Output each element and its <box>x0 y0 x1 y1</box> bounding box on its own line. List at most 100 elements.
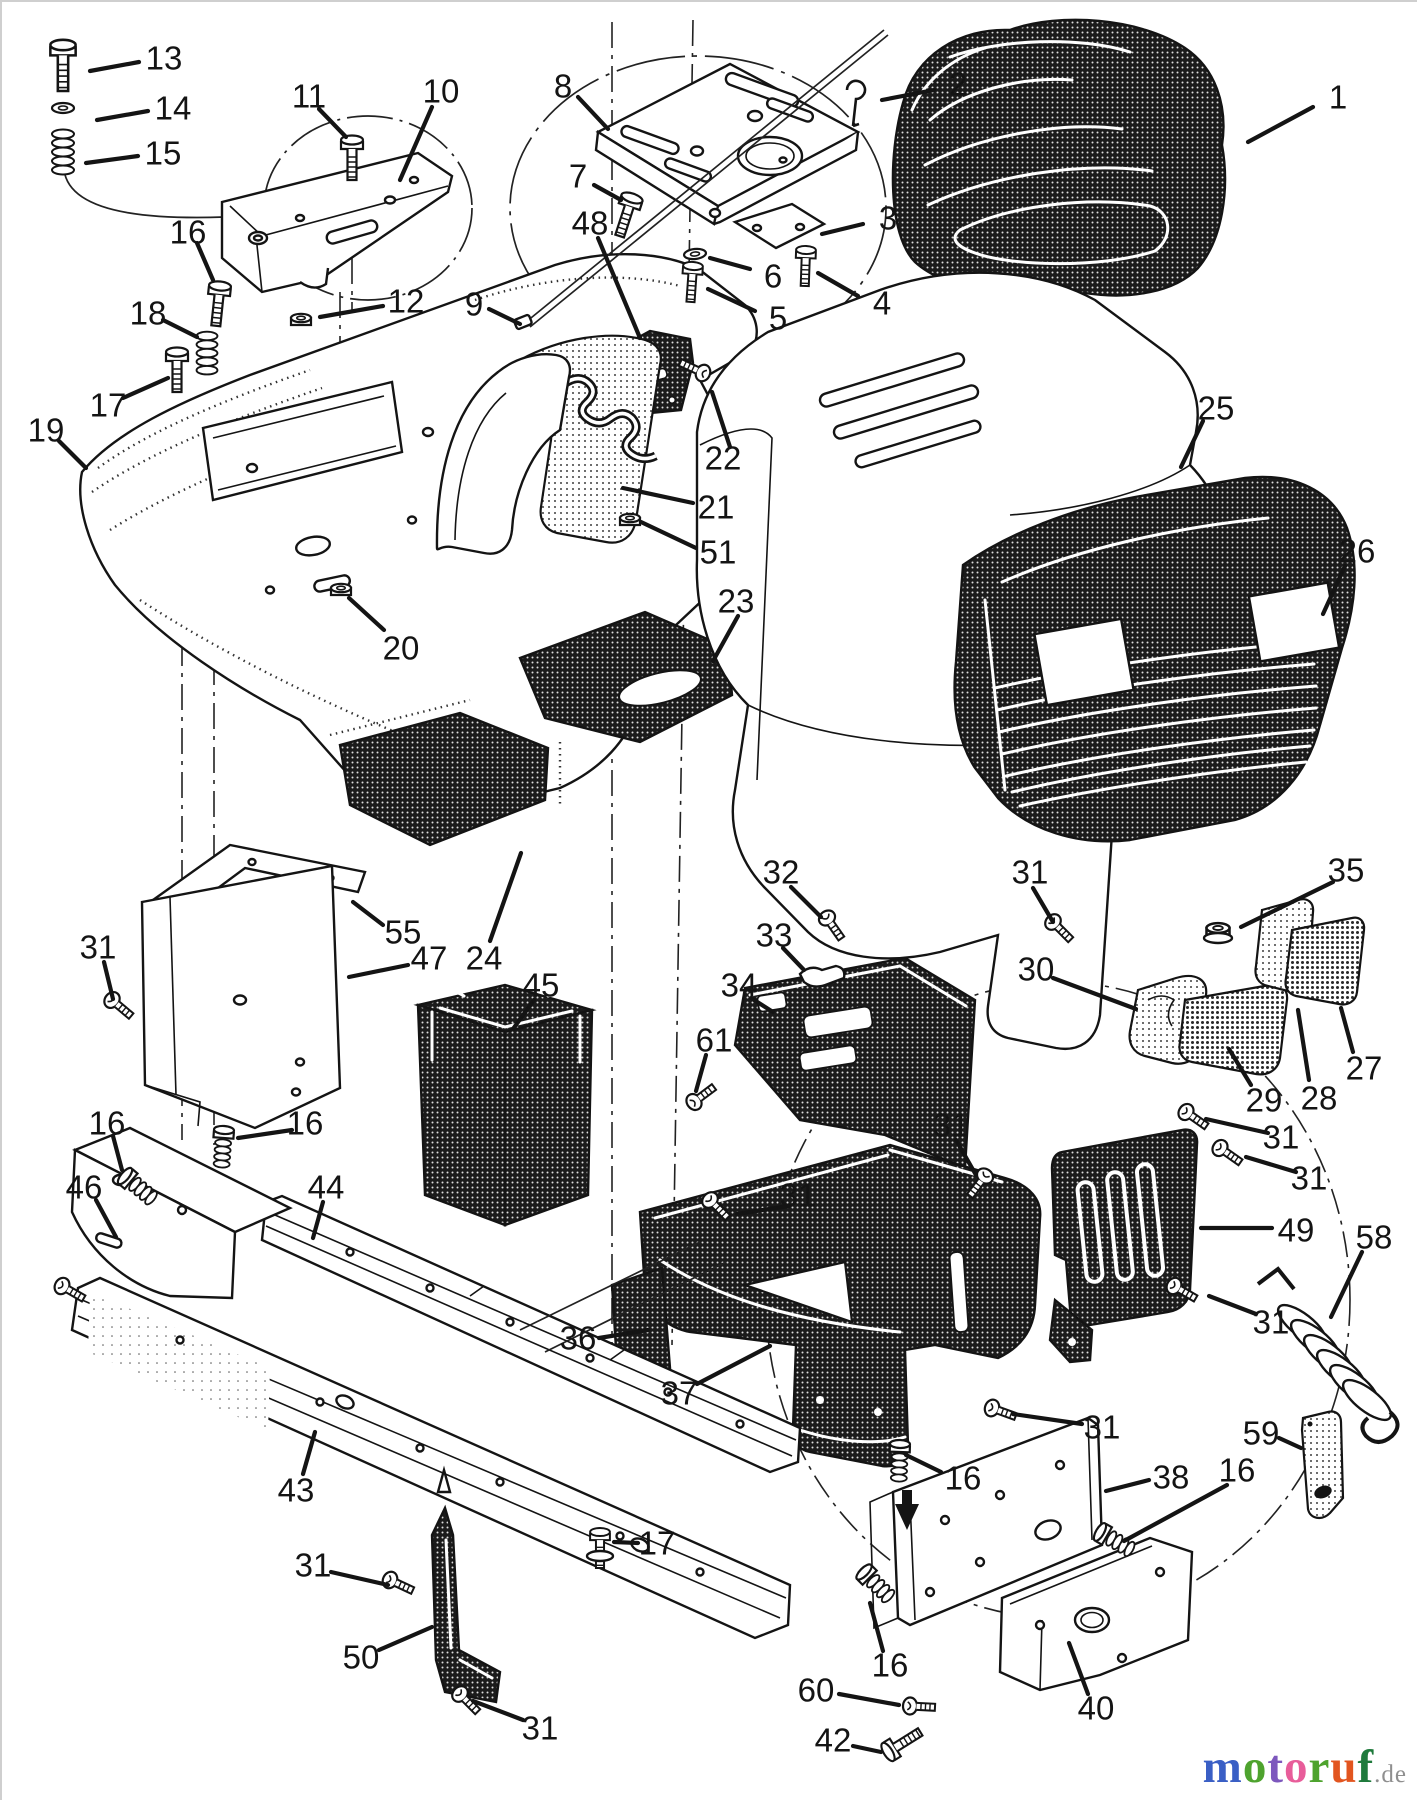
part-label-61: 61 <box>696 1022 733 1059</box>
bolt-16 <box>210 1124 236 1170</box>
part-label-16: 16 <box>872 1647 909 1684</box>
part-label-31: 31 <box>933 1107 970 1144</box>
part-label-31: 31 <box>1253 1304 1290 1341</box>
part-label-1: 1 <box>1329 79 1347 116</box>
leader-line-36 <box>596 1327 651 1341</box>
part-label-31: 31 <box>1012 854 1049 891</box>
leader-line-16 <box>903 1452 944 1475</box>
leader-line-20 <box>346 595 387 633</box>
part-label-17: 17 <box>639 1525 676 1562</box>
part-plate-59 <box>1300 1410 1345 1519</box>
part-label-2: 2 <box>949 66 967 103</box>
leader-line-31 <box>328 1569 391 1588</box>
leader-line-31 <box>953 1137 979 1178</box>
part-label-5: 5 <box>769 300 787 337</box>
part-label-14: 14 <box>155 90 192 127</box>
part-44-rail <box>260 1194 802 1474</box>
leader-line-30 <box>1050 975 1139 1012</box>
spring-15 <box>51 128 75 176</box>
part-label-32: 32 <box>763 854 800 891</box>
leader-line-4 <box>815 270 861 299</box>
part-label-10: 10 <box>423 73 460 110</box>
part-label-42: 42 <box>815 1722 852 1759</box>
part-label-31: 31 <box>1291 1160 1328 1197</box>
watermark-letter: f <box>1357 1741 1375 1793</box>
leader-line-31 <box>101 959 116 1002</box>
part-label-22: 22 <box>705 440 742 477</box>
part-hook-2 <box>845 79 867 128</box>
nut-51 <box>618 512 642 527</box>
leader-line-16 <box>194 240 216 283</box>
part-label-51: 51 <box>700 534 737 571</box>
part-label-37: 37 <box>661 1375 698 1412</box>
watermark-letter: o <box>1283 1741 1309 1793</box>
leader-line-32 <box>788 884 824 920</box>
part-label-43: 43 <box>278 1472 315 1509</box>
part-label-24: 24 <box>466 940 503 977</box>
part-headlights <box>1128 898 1366 1076</box>
part-label-31: 31 <box>80 929 117 966</box>
watermark: motoruf.de <box>1203 1740 1407 1794</box>
leader-line-16 <box>110 1133 125 1173</box>
leader-line-35 <box>1238 879 1336 930</box>
leader-line-1 <box>1245 104 1316 145</box>
part-label-16: 16 <box>945 1460 982 1497</box>
screw-31 <box>100 987 138 1024</box>
leader-line-16 <box>867 1600 886 1654</box>
leader-line-3 <box>819 221 866 237</box>
bolt-16 <box>853 1561 899 1607</box>
part-label-35: 35 <box>1328 852 1365 889</box>
leader-line-23 <box>710 613 741 664</box>
watermark-letter: r <box>1308 1741 1331 1793</box>
part-label-8: 8 <box>554 68 572 105</box>
part-label-30: 30 <box>1018 951 1055 988</box>
part-27-lens <box>1284 916 1366 1006</box>
arrow-down <box>895 1490 919 1530</box>
leader-line-15 <box>83 153 141 166</box>
part-label-31: 31 <box>1084 1409 1121 1446</box>
part-label-31: 31 <box>1263 1119 1300 1156</box>
leader-line-29 <box>1226 1046 1254 1088</box>
part-label-19: 19 <box>28 412 65 449</box>
leader-line-47 <box>346 962 411 980</box>
leader-line-40 <box>1066 1640 1091 1697</box>
page-border-left <box>0 0 2 1800</box>
part-label-28: 28 <box>1301 1080 1338 1117</box>
leader-line-16 <box>1121 1482 1230 1544</box>
part-bracket-3 <box>679 202 827 304</box>
part-label-21: 21 <box>698 489 735 526</box>
part-label-49: 49 <box>1278 1212 1315 1249</box>
leader-line-27 <box>1338 1005 1356 1055</box>
watermark-letter: o <box>1242 1741 1268 1793</box>
washer-6 <box>682 246 708 262</box>
leader-line-31 <box>1243 1154 1299 1175</box>
part-label-26: 26 <box>1339 533 1376 570</box>
leader-line-38 <box>1103 1477 1152 1494</box>
part-side-panel <box>140 843 367 1130</box>
leader-line-44 <box>310 1199 326 1241</box>
part-label-47: 47 <box>411 940 448 977</box>
leader-line-16 <box>235 1127 295 1141</box>
bolt-4 <box>793 244 818 288</box>
part-label-40: 40 <box>1078 1690 1115 1727</box>
leader-line-34 <box>748 995 776 1015</box>
part-rod-9 <box>513 29 889 331</box>
leader-line-13 <box>87 59 142 74</box>
bolt-17 <box>164 346 190 394</box>
part-label-23: 23 <box>718 583 755 620</box>
part-label-29: 29 <box>1246 1082 1283 1119</box>
part-label-50: 50 <box>343 1639 380 1676</box>
leader-line-31 <box>1203 1116 1271 1136</box>
leader-line-17 <box>611 1539 641 1546</box>
part-label-31: 31 <box>522 1710 559 1747</box>
part-label-33: 33 <box>756 917 793 954</box>
part-vent-panel <box>1048 1128 1199 1364</box>
part-label-17: 17 <box>90 387 127 424</box>
leader-line-24 <box>487 850 524 944</box>
part-label-12: 12 <box>388 283 425 320</box>
part-dash-panel <box>733 906 977 1170</box>
part-label-36: 36 <box>560 1320 597 1357</box>
screw-60 <box>901 1696 937 1717</box>
